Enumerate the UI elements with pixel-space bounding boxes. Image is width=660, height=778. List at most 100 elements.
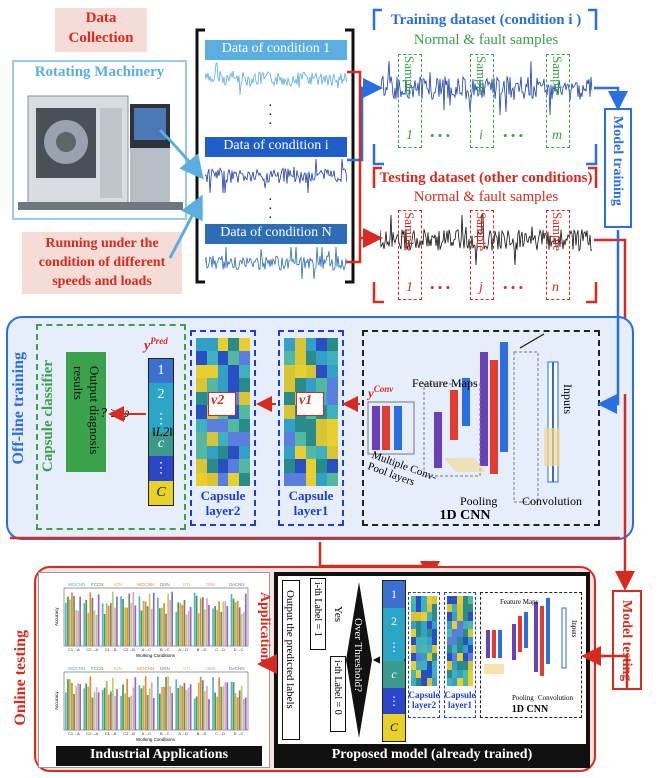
chart-bar xyxy=(128,593,131,646)
capsule-layer1-box xyxy=(278,330,344,526)
chart-bar xyxy=(165,613,167,646)
online-cnn-inputs: Inputs xyxy=(570,620,578,638)
cnn-pooling-label: Pooling xyxy=(460,494,498,508)
capsule-cell xyxy=(284,432,295,446)
capsule-cell xyxy=(411,636,417,646)
capsule-cell xyxy=(206,351,218,365)
l2-norm-text: ‖L2‖ xyxy=(152,424,174,439)
training-dots-a: • • • xyxy=(430,128,451,143)
online-caps-cell-dots2: ⋮ xyxy=(383,687,405,715)
chart-bar xyxy=(138,596,141,646)
capsule-layer2-box xyxy=(190,330,256,526)
model-training-box xyxy=(604,108,632,228)
chart-bar xyxy=(244,593,247,646)
capsule-cell xyxy=(327,378,338,392)
chart-bar xyxy=(161,607,163,646)
chart-bar xyxy=(199,676,202,730)
capsule-cell xyxy=(431,677,437,686)
chart-bar xyxy=(159,693,161,730)
capsule-cell xyxy=(467,628,473,637)
capsule-cell xyxy=(239,351,250,365)
capsule-cell xyxy=(294,445,306,460)
capsule-cell xyxy=(421,677,427,686)
chart-bar xyxy=(195,696,198,730)
capsule-cell xyxy=(411,677,417,686)
chart-bar xyxy=(208,699,210,730)
chart-bar xyxy=(148,688,151,730)
capsule-cell xyxy=(447,612,453,621)
chart-legend-entry: WDCNN xyxy=(137,666,154,671)
capsule-cell xyxy=(447,620,453,629)
chart-bar xyxy=(73,694,75,730)
capsule-cell xyxy=(316,472,328,486)
chart-bar xyxy=(150,608,153,646)
chart-bar xyxy=(163,603,165,646)
online-caps-cell-2: 2 xyxy=(383,607,405,635)
capsule-cell xyxy=(431,661,437,670)
testing-sample-word-1: Sample xyxy=(402,212,417,251)
capsule-cell xyxy=(239,459,250,473)
capsule-cell xyxy=(452,669,458,678)
capsule-cell xyxy=(467,653,473,662)
output-labels-text: Output the predicted labels xyxy=(284,590,296,709)
chart-bar xyxy=(140,688,143,730)
capsule-cell xyxy=(467,596,473,605)
capsule-cell xyxy=(196,405,207,419)
chart-y-label: Accuracy xyxy=(54,607,59,626)
capsule-cell xyxy=(411,596,417,605)
cnn-inputs-label: Inputs xyxy=(561,384,575,414)
capsule-cell xyxy=(467,620,473,629)
capsule-cell xyxy=(467,661,473,670)
testing-bracket xyxy=(372,166,598,304)
signal-condition-1 xyxy=(205,62,347,96)
capsule-cell xyxy=(316,338,328,352)
capsule-cell xyxy=(196,338,207,352)
chart-legend-entry: DNN xyxy=(160,666,170,671)
chart-x-tick: A→D xyxy=(178,731,188,736)
capsule-cell xyxy=(416,636,422,646)
data-collection-label: Data Collection xyxy=(68,10,134,46)
y-pred-label: yPred xyxy=(144,336,168,354)
applications-label: Applications xyxy=(257,592,272,668)
chart-x-tick: B→C xyxy=(160,647,170,652)
capsule-cell xyxy=(284,418,295,433)
training-bracket xyxy=(372,8,598,166)
training-sample-word-i: Sample xyxy=(474,56,489,95)
capsule-cell xyxy=(462,677,468,686)
capsule-cell xyxy=(452,653,458,662)
capsule-cell xyxy=(327,472,338,486)
capsule-cell xyxy=(431,612,437,621)
v1-label: v1 xyxy=(299,393,313,408)
capsule-cell xyxy=(452,596,458,605)
chart-bar xyxy=(67,679,69,730)
capsule-cell xyxy=(316,432,328,446)
capsule-cell xyxy=(457,620,463,629)
chart-bar xyxy=(152,592,155,646)
capsule-cell xyxy=(239,472,250,486)
chart-bar xyxy=(224,601,227,646)
capsule-cell xyxy=(421,604,427,613)
chart-bar xyxy=(167,676,169,730)
machine-image xyxy=(18,95,183,210)
online-cnn-feature-maps: Feature Maps xyxy=(500,598,539,606)
capsule-cell xyxy=(426,604,432,613)
label0-text: i-th Label = 0 xyxy=(332,660,343,715)
chart-bar xyxy=(91,597,94,646)
chart-bar xyxy=(87,612,90,646)
chart-legend-entry: ICN xyxy=(114,582,122,587)
capsule-cell xyxy=(447,653,453,662)
chart-legend-entry: DNN xyxy=(160,582,170,587)
capsule-cell xyxy=(206,472,218,486)
chart-bar xyxy=(185,614,188,646)
chart-bar xyxy=(101,603,104,646)
chart-legend-entry: FCCN xyxy=(91,666,104,671)
online-caps-cell-1: 1 xyxy=(383,581,405,608)
chart-x-tick: D→C xyxy=(234,647,244,652)
chart-bar xyxy=(110,603,112,646)
chart-bar xyxy=(144,601,147,646)
capsule-classifier-box xyxy=(36,324,186,530)
capsule-cell xyxy=(462,669,468,678)
capsule-cell xyxy=(426,636,432,646)
yes-text: Yes xyxy=(332,606,344,623)
